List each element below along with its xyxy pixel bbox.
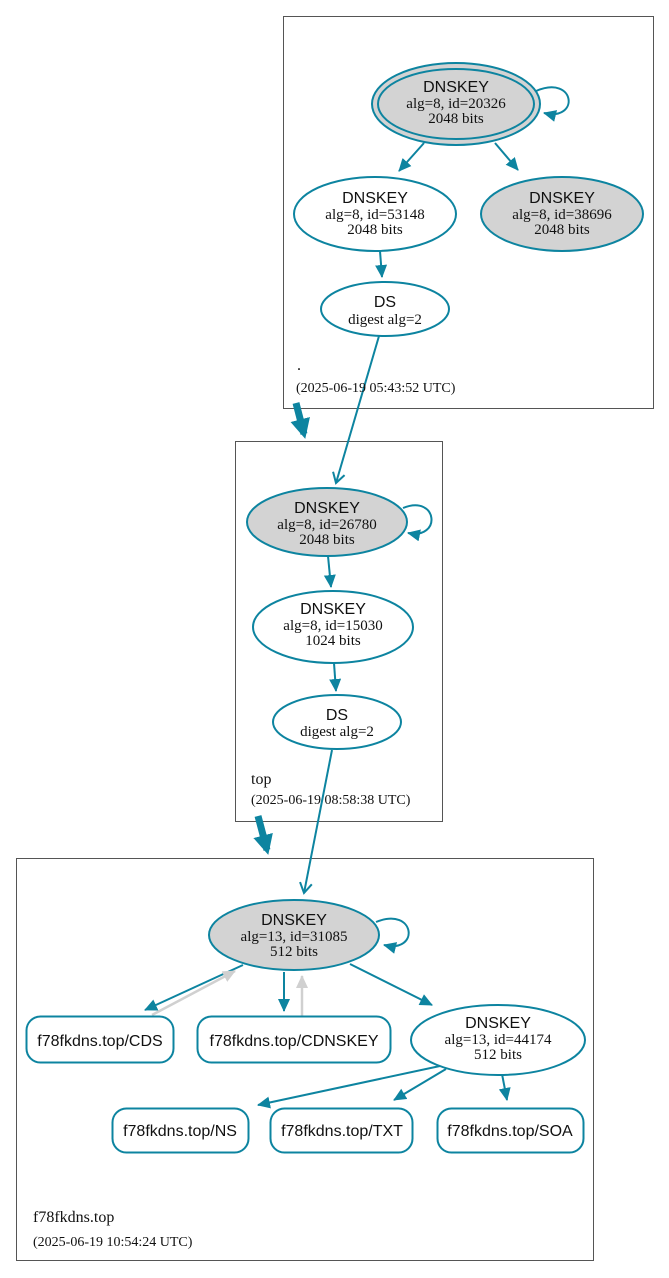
node-root-ds[interactable]: DS digest alg=2 (320, 281, 450, 337)
node-detail-bits: 2048 bits (347, 222, 403, 238)
edge-root-ksk-to-zsk (398, 142, 425, 172)
node-rrset-soa[interactable]: f78fkdns.top/SOA (436, 1107, 585, 1154)
edge-top-ksk-to-zsk (323, 555, 336, 588)
zone-box-root (283, 16, 654, 409)
node-root-zsk-53148[interactable]: DNSKEY alg=8, id=53148 2048 bits (293, 176, 457, 252)
zone-label-top: top (251, 771, 271, 788)
edge-zsk-to-soa (498, 1073, 511, 1101)
node-title: DNSKEY (342, 190, 408, 207)
node-f78fkdns-ksk-31085[interactable]: DNSKEY alg=13, id=31085 512 bits (208, 899, 380, 971)
node-detail-alg: alg=8, id=15030 (283, 618, 382, 634)
node-rrset-ns[interactable]: f78fkdns.top/NS (111, 1107, 250, 1154)
rrset-label: f78fkdns.top/SOA (447, 1123, 573, 1140)
node-top-zsk-15030[interactable]: DNSKEY alg=8, id=15030 1024 bits (252, 590, 414, 664)
node-top-ds[interactable]: DS digest alg=2 (272, 694, 402, 750)
edge-cds-to-ksk-gray (151, 969, 236, 1017)
edge-root-ksk-self-sign (535, 86, 570, 122)
node-detail-digest: digest alg=2 (300, 724, 374, 740)
node-detail-bits: 2048 bits (428, 111, 484, 127)
node-title: DNSKEY (529, 190, 595, 207)
zone-timestamp-f78fkdns: (2025-06-19 10:54:24 UTC) (33, 1235, 193, 1250)
edge-root-ds-to-top-ksk (332, 335, 380, 485)
node-title: DNSKEY (261, 912, 327, 929)
node-title: DS (326, 707, 348, 724)
node-root-ksk-20326[interactable]: DNSKEY alg=8, id=20326 2048 bits (371, 62, 541, 146)
edge-zsk-to-ns (257, 1065, 441, 1109)
edge-root-zsk-to-ds (375, 250, 388, 278)
node-detail-alg: alg=8, id=20326 (406, 96, 506, 112)
node-f78fkdns-zsk-44174[interactable]: DNSKEY alg=13, id=44174 512 bits (410, 1004, 586, 1076)
edge-ksk-to-cds (144, 964, 244, 1011)
zone-timestamp-top: (2025-06-19 08:58:38 UTC) (251, 793, 411, 808)
node-rrset-cds[interactable]: f78fkdns.top/CDS (25, 1015, 175, 1064)
zone-label-f78fkdns: f78fkdns.top (33, 1209, 114, 1226)
node-detail-digest: digest alg=2 (348, 312, 422, 328)
zone-timestamp-root: (2025-06-19 05:43:52 UTC) (296, 381, 456, 396)
rrset-label: f78fkdns.top/CDNSKEY (210, 1033, 379, 1050)
rrset-label: f78fkdns.top/NS (123, 1123, 237, 1140)
node-rrset-cdnskey[interactable]: f78fkdns.top/CDNSKEY (196, 1015, 392, 1064)
node-title: DNSKEY (294, 500, 360, 517)
node-detail-alg: alg=8, id=26780 (277, 517, 376, 533)
rrset-label: f78fkdns.top/TXT (281, 1123, 403, 1140)
node-rrset-txt[interactable]: f78fkdns.top/TXT (269, 1107, 414, 1154)
zone-label-root: . (297, 357, 301, 374)
edge-root-ksk-to-key38696 (494, 142, 519, 171)
node-title: DNSKEY (300, 601, 366, 618)
node-detail-alg: alg=8, id=53148 (325, 207, 424, 223)
zone-box-top (235, 441, 443, 822)
edge-top-ksk-self-sign (402, 504, 433, 542)
node-detail-alg: alg=8, id=38696 (512, 207, 612, 223)
rrset-label: f78fkdns.top/CDS (37, 1033, 162, 1050)
node-root-dnskey-38696[interactable]: DNSKEY alg=8, id=38696 2048 bits (480, 176, 644, 252)
node-title: DNSKEY (465, 1015, 531, 1032)
edge-ksk-to-zsk (349, 963, 433, 1006)
node-detail-bits: 1024 bits (305, 633, 361, 649)
edge-f78fkdns-ksk-self-sign (375, 917, 410, 954)
zone-box-f78fkdns (16, 858, 594, 1261)
node-top-ksk-26780[interactable]: DNSKEY alg=8, id=26780 2048 bits (246, 487, 408, 557)
edge-top-zsk-to-ds (329, 662, 342, 692)
edge-zsk-to-txt (393, 1068, 447, 1101)
node-detail-bits: 512 bits (474, 1047, 522, 1063)
node-detail-alg: alg=13, id=44174 (445, 1032, 552, 1048)
node-detail-bits: 512 bits (270, 944, 318, 960)
node-detail-alg: alg=13, id=31085 (241, 929, 348, 945)
node-detail-bits: 2048 bits (299, 532, 355, 548)
edge-top-ds-to-f78fkdns-ksk (299, 749, 333, 895)
edge-delegation-root-to-top (290, 402, 310, 439)
node-detail-bits: 2048 bits (534, 222, 590, 238)
edge-delegation-top-to-f78fkdns (253, 815, 273, 855)
node-title: DS (374, 294, 396, 311)
node-title: DNSKEY (423, 79, 489, 96)
